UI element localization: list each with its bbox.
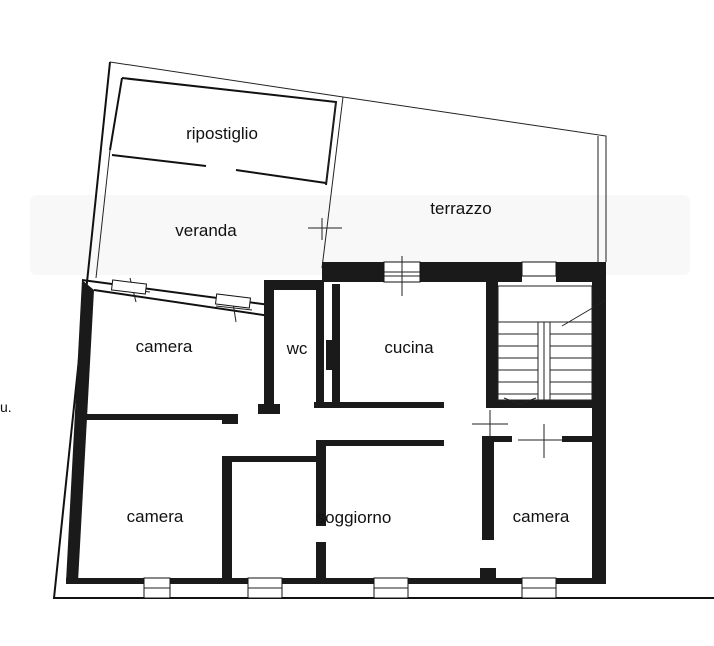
room-label-soggiorno: soggiorno <box>317 508 392 527</box>
room-label-cucina: cucina <box>384 338 434 357</box>
room-label-terrazzo: terrazzo <box>430 199 491 218</box>
room-label-camera-bottom-left: camera <box>127 507 184 526</box>
veranda-block <box>95 77 344 279</box>
watermark-band <box>30 195 690 275</box>
edge-text: u. <box>0 399 12 415</box>
outer-boundary <box>52 61 714 599</box>
room-label-ripostiglio: ripostiglio <box>186 124 258 143</box>
main-walls <box>66 256 606 599</box>
room-label-wc: wc <box>286 339 308 358</box>
room-label-camera-bottom-right: camera <box>513 507 570 526</box>
stairs <box>497 285 607 405</box>
room-label-camera-top-left: camera <box>136 337 193 356</box>
room-label-veranda: veranda <box>175 221 237 240</box>
